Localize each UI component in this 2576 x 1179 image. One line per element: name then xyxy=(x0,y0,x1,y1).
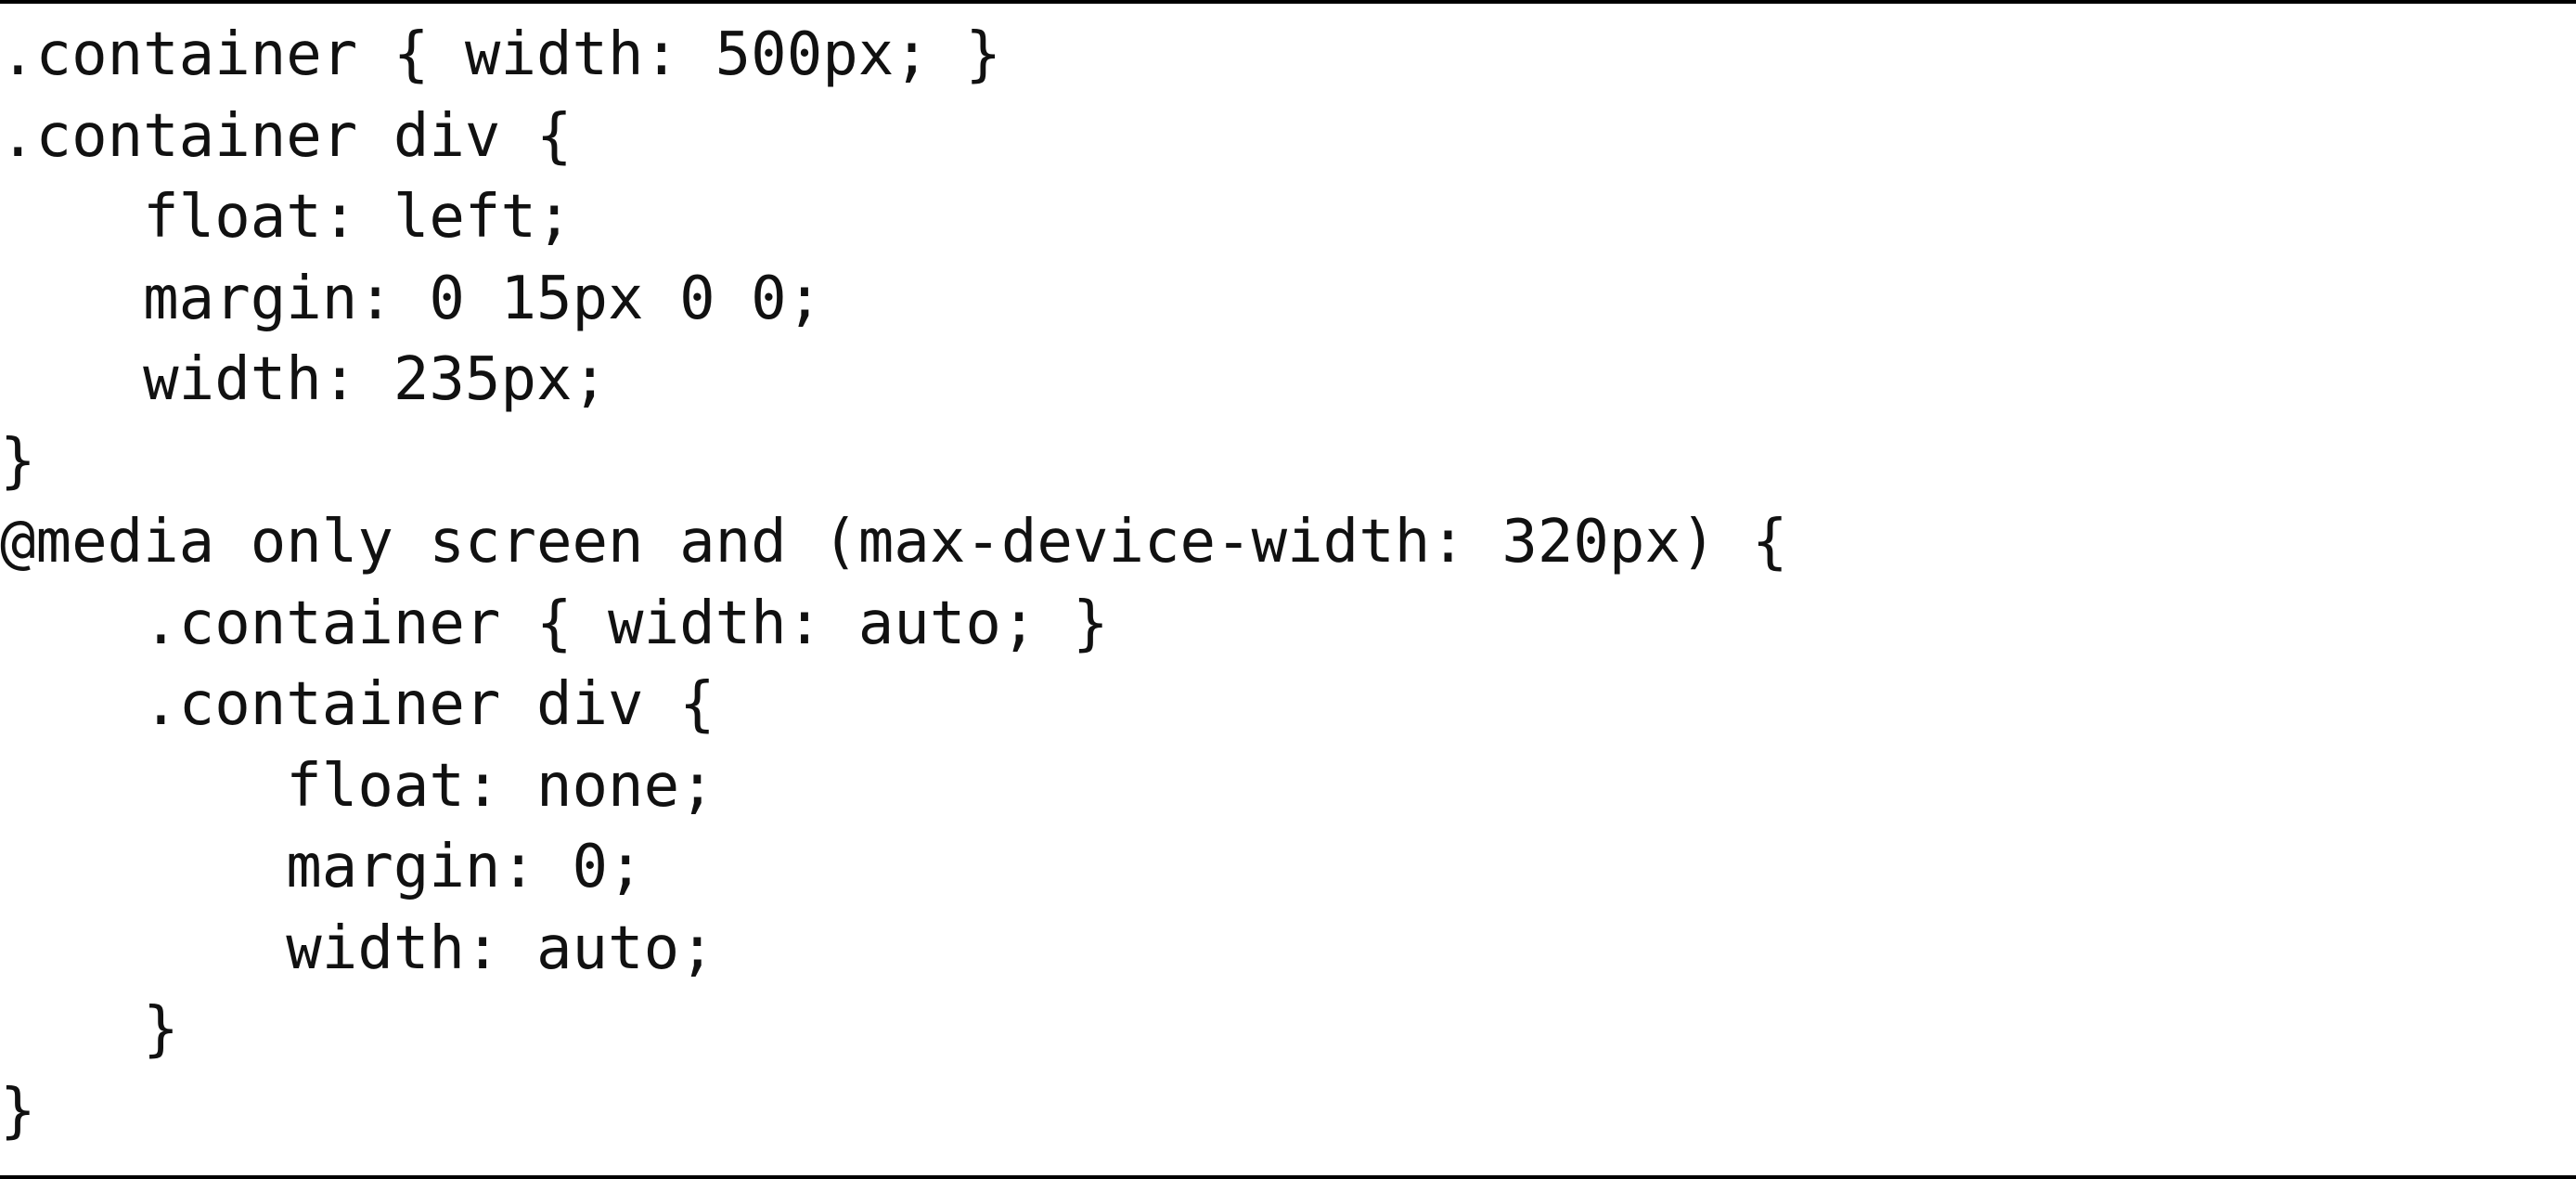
code-line: width: 235px; xyxy=(0,345,609,414)
code-line: .container div { xyxy=(0,670,715,739)
code-line: margin: 0 15px 0 0; xyxy=(0,264,823,333)
code-line: float: left; xyxy=(0,183,573,252)
code-line: .container { width: 500px; } xyxy=(0,20,1001,89)
code-block: .container { width: 500px; } .container … xyxy=(0,15,1788,1152)
code-line: } xyxy=(0,426,36,496)
code-line: .container { width: auto; } xyxy=(0,589,1109,658)
code-line: @media only screen and (max-device-width… xyxy=(0,508,1788,577)
code-line: .container div { xyxy=(0,101,573,171)
code-line: width: auto; xyxy=(0,913,715,983)
code-line: float: none; xyxy=(0,751,715,821)
code-line: } xyxy=(0,995,179,1064)
code-line: } xyxy=(0,1076,36,1146)
code-line: margin: 0; xyxy=(0,833,644,901)
